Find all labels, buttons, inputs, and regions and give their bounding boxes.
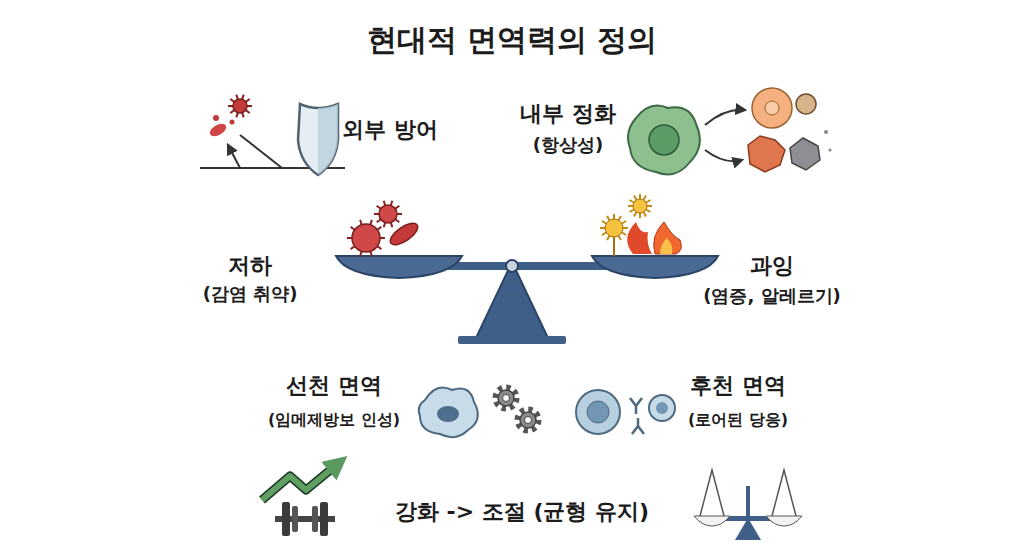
pollen xyxy=(633,199,647,213)
gear xyxy=(520,412,536,428)
label: (임메제방보 인성) xyxy=(268,411,400,429)
immune-cells xyxy=(419,388,675,438)
gear xyxy=(518,410,538,430)
label: (항상성) xyxy=(533,135,603,156)
icon-stroke xyxy=(242,113,244,118)
balance-scale xyxy=(228,95,718,344)
icon-stroke xyxy=(236,95,238,100)
label: 후천 면역 xyxy=(690,373,786,398)
label: 저하 xyxy=(228,253,272,278)
label: 강화 -> 조절 (균형 유지) xyxy=(395,499,649,524)
label: 외부 방어 xyxy=(342,117,438,142)
gear xyxy=(503,395,510,402)
label: (로어된 당응) xyxy=(688,411,788,429)
gear xyxy=(525,417,532,424)
homeostasis-icon xyxy=(628,88,832,174)
title: 현대적 면역력의 정의 xyxy=(367,23,658,58)
icon-stroke xyxy=(613,237,615,256)
icon-stroke xyxy=(242,95,244,100)
virus xyxy=(379,205,397,223)
label: 과잉 xyxy=(750,253,794,278)
virus xyxy=(233,99,247,113)
icon-stroke xyxy=(246,99,250,102)
label: (감염 취약) xyxy=(203,284,298,305)
gear xyxy=(496,388,516,408)
label: (염증, 알레르기) xyxy=(703,286,841,307)
pollen xyxy=(605,219,623,237)
icon-stroke xyxy=(230,110,234,113)
icon-stroke xyxy=(230,99,234,102)
defense-icon xyxy=(200,104,345,175)
icon-stroke xyxy=(236,113,238,118)
icon-stroke xyxy=(246,110,250,113)
virus xyxy=(352,224,380,252)
label: 선천 면역 xyxy=(286,373,382,398)
label: 내부 정화 xyxy=(520,101,616,126)
strength-balance-icon xyxy=(262,462,802,540)
gear xyxy=(498,390,514,406)
